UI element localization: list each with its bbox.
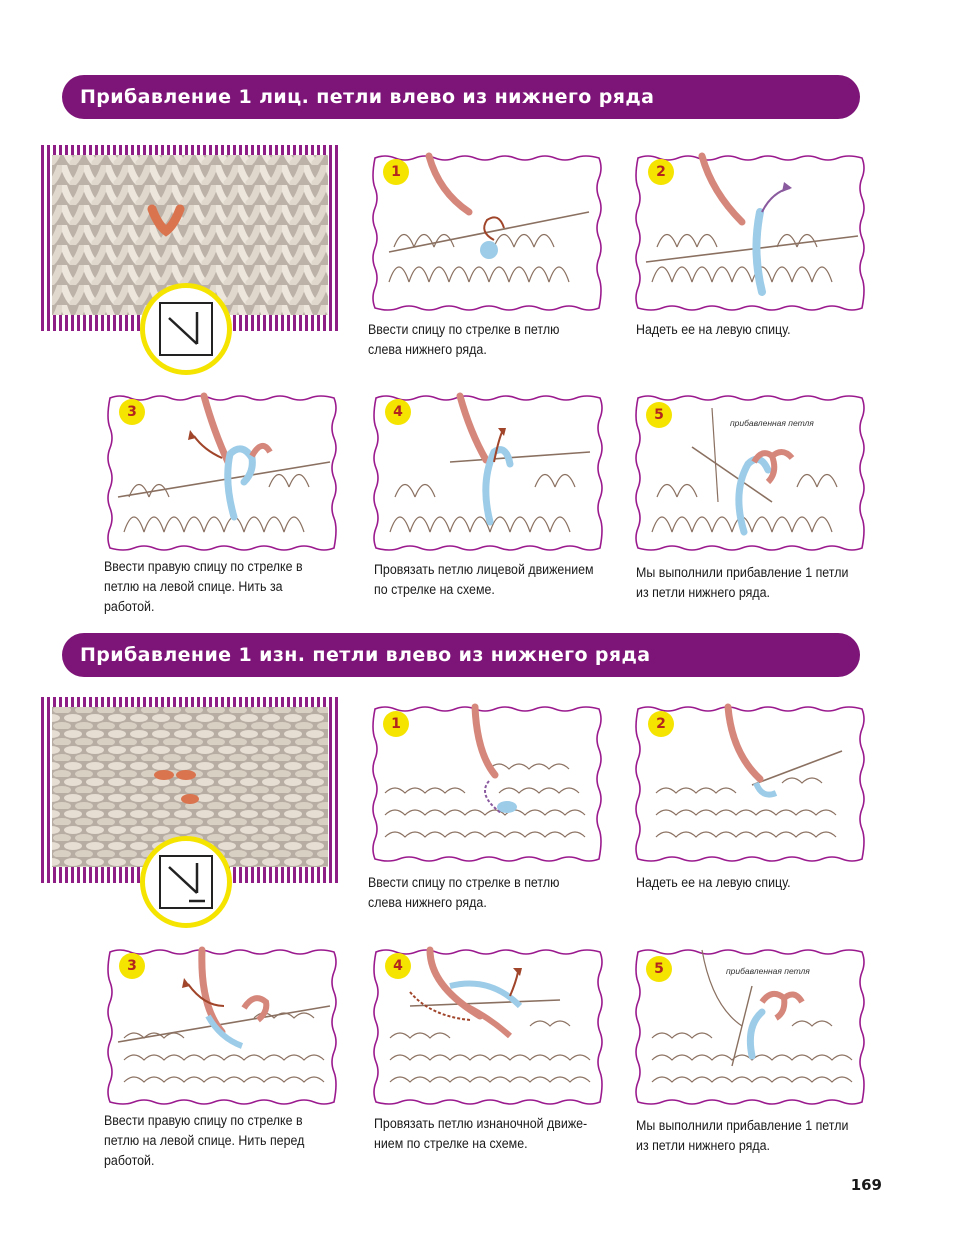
- step-number-badge: 1: [383, 711, 409, 737]
- chart-symbol-knit: [140, 283, 232, 375]
- step-illustration: [635, 703, 865, 862]
- step-caption: Мы выполнили прибавление 1 петли из петл…: [636, 565, 849, 600]
- step-number-badge: 4: [385, 399, 411, 425]
- step-illustration: [373, 392, 603, 551]
- increase-symbol-icon: [159, 302, 213, 356]
- step-caption: Надеть ее на левую спицу.: [636, 875, 791, 890]
- step-caption: Надеть ее на левую спицу.: [636, 322, 791, 337]
- section-banner-knit: Прибавление 1 лиц. петли влево из нижнег…: [62, 75, 860, 119]
- page-number: 169: [850, 1176, 882, 1194]
- step-panel-2-3: 3: [104, 946, 340, 1108]
- step-number-badge: 1: [383, 159, 409, 185]
- step-panel-1-4: 4: [370, 392, 606, 554]
- step-illustration: [635, 949, 865, 1105]
- step-illustration: [372, 703, 602, 862]
- step-caption: Провязать петлю изнаночной движе-нием по…: [374, 1116, 588, 1151]
- step-number-badge: 3: [119, 399, 145, 425]
- added-loop-label: прибавленная петля: [730, 418, 814, 428]
- step-number-badge: 5: [646, 956, 672, 982]
- step-number-badge: 2: [648, 159, 674, 185]
- step-panel-1-3: 3: [104, 392, 340, 554]
- knit-swatch-photo: [40, 145, 340, 331]
- step-panel-2-1: 1: [369, 703, 605, 865]
- step-illustration: [107, 392, 337, 551]
- step-panel-2-5: 5 прибавленная петля: [632, 946, 868, 1108]
- step-illustration: [372, 152, 602, 311]
- step-illustration: [635, 152, 865, 311]
- step-caption: Мы выполнили прибавление 1 петли из петл…: [636, 1118, 849, 1153]
- step-illustration: [635, 395, 865, 551]
- step-caption: Ввести спицу по стрелке в петлю слева ни…: [368, 875, 560, 910]
- step-panel-1-2: 2: [632, 152, 868, 314]
- step-number-badge: 2: [648, 711, 674, 737]
- step-caption: Ввести правую спицу по стрелке в петлю н…: [104, 1113, 305, 1168]
- step-illustration: [373, 946, 603, 1105]
- step-panel-1-5: 5 прибавленная петля: [632, 392, 868, 554]
- added-loop-label: прибавленная петля: [726, 966, 810, 976]
- step-panel-1-1: 1: [369, 152, 605, 314]
- step-panel-2-4: 4: [370, 946, 606, 1108]
- step-caption: Ввести спицу по стрелке в петлю слева ни…: [368, 322, 560, 357]
- step-number-badge: 3: [119, 953, 145, 979]
- swatch-image: [40, 145, 340, 331]
- increase-purl-symbol-icon: [159, 855, 213, 909]
- section-title: Прибавление 1 изн. петли влево из нижнег…: [80, 644, 651, 666]
- step-caption: Ввести правую спицу по стрелке в петлю н…: [104, 559, 303, 614]
- step-caption: Провязать петлю лицевой движением по стр…: [374, 562, 594, 597]
- chart-symbol-purl: [140, 836, 232, 928]
- step-number-badge: 5: [646, 402, 672, 428]
- section-title: Прибавление 1 лиц. петли влево из нижнег…: [80, 86, 655, 108]
- step-panel-2-2: 2: [632, 703, 868, 865]
- section-banner-purl: Прибавление 1 изн. петли влево из нижнег…: [62, 633, 860, 677]
- step-illustration: [107, 946, 337, 1105]
- step-number-badge: 4: [385, 953, 411, 979]
